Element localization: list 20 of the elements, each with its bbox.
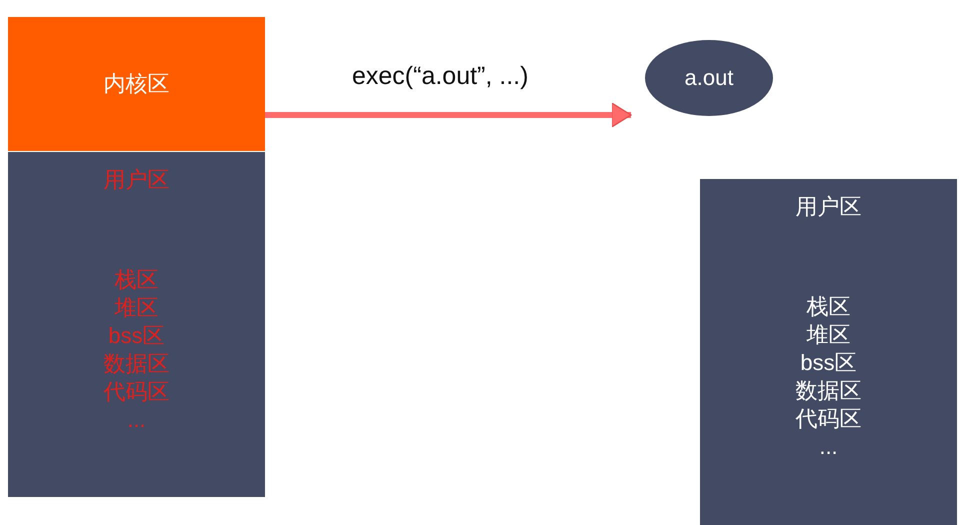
region-label: 内核区 [104,70,170,98]
region-label: bss区 [108,322,165,350]
region-label: 栈区 [806,293,850,321]
arrow [265,102,632,128]
region-label: ... [127,406,146,434]
memory-region-box [8,17,265,151]
region-label: 数据区 [796,377,862,405]
region-label: a.out [684,64,734,92]
memory-region-box [700,179,957,525]
memory-region-box [8,152,265,497]
region-label: 用户区 [796,193,862,221]
region-label: ... [819,433,838,461]
region-label: 堆区 [114,294,158,322]
region-label: 堆区 [806,321,850,349]
region-label: bss区 [800,349,857,377]
region-label: 代码区 [796,405,862,433]
region-label: 栈区 [114,266,158,294]
region-label: 数据区 [104,350,170,378]
region-label: 代码区 [104,378,170,406]
region-label: 用户区 [104,166,170,194]
